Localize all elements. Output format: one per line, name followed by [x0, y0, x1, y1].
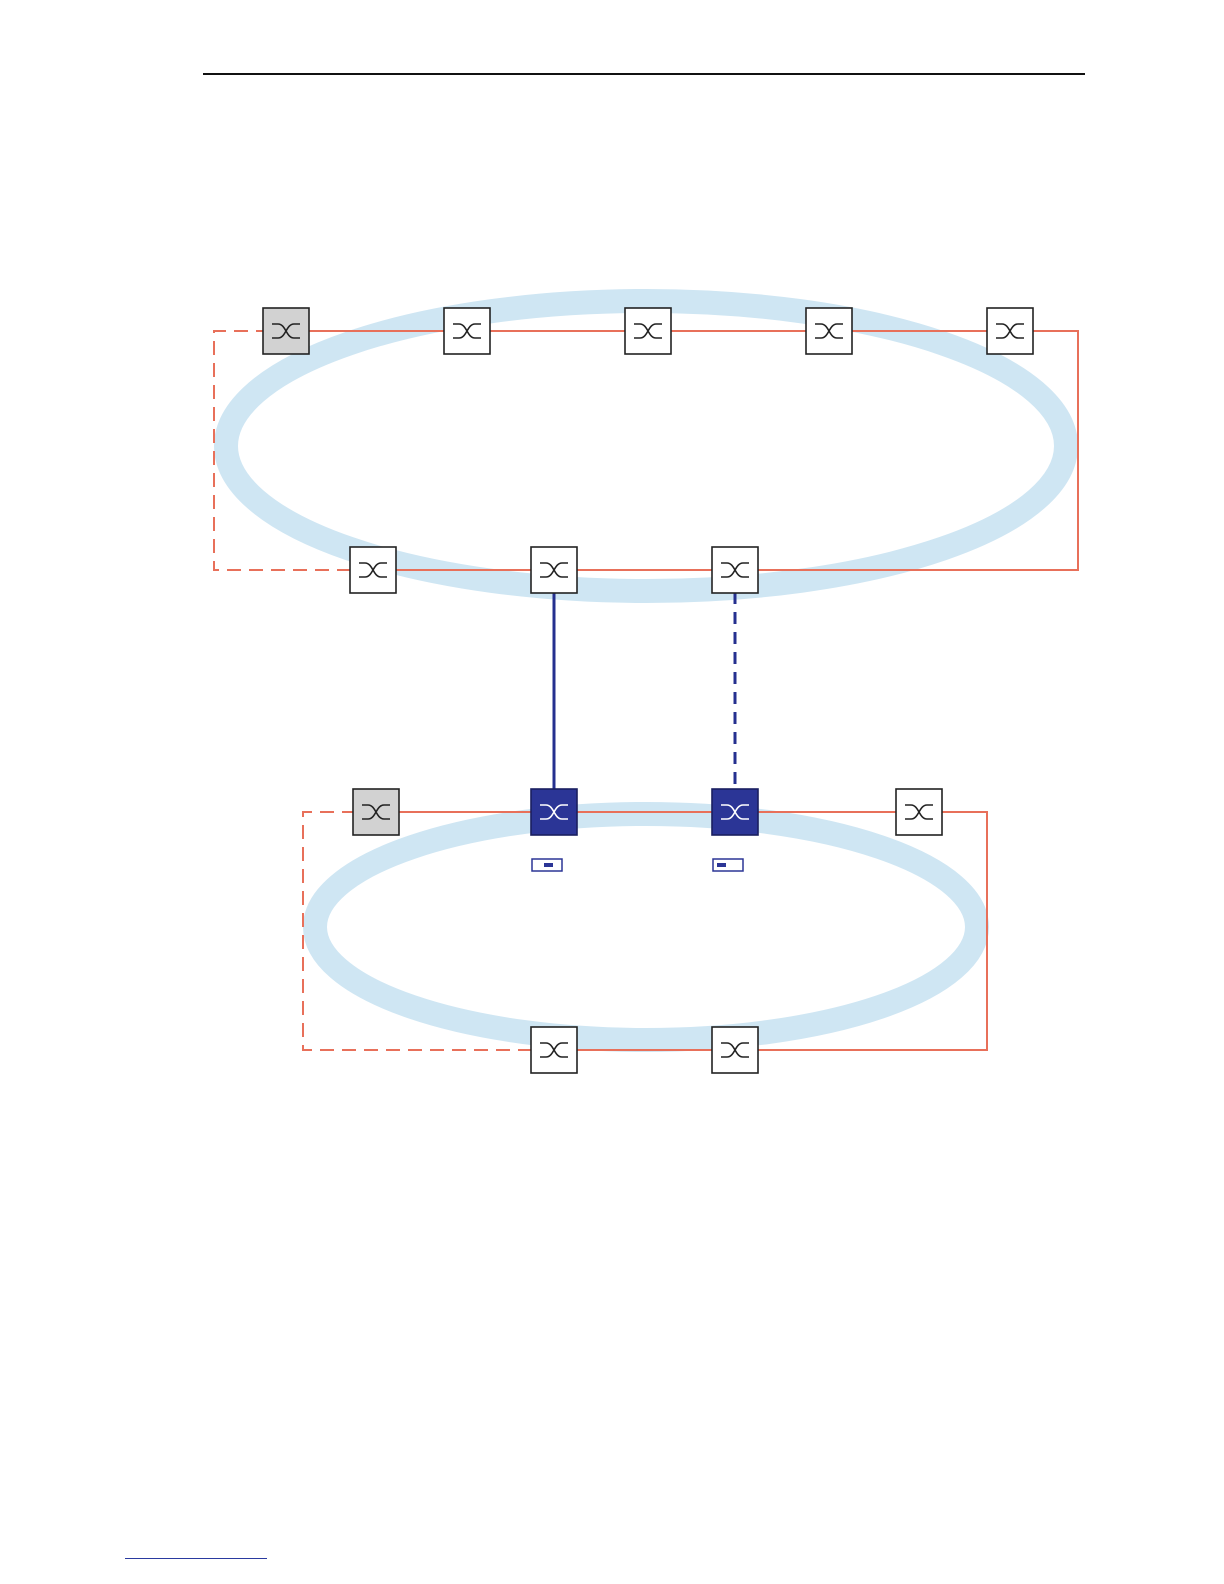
switch-icon [712, 547, 758, 593]
dip-switch-icon [532, 859, 562, 871]
switch-icon [712, 1027, 758, 1073]
footer-link-underline[interactable] [125, 1558, 267, 1559]
coupling-switch-icon [712, 789, 758, 835]
ring-manager-switch-icon [263, 308, 309, 354]
switch-icon [531, 1027, 577, 1073]
switch-icon [350, 547, 396, 593]
coupling-switch-icon [531, 789, 577, 835]
ring-manager-switch-icon [353, 789, 399, 835]
switch-icon [531, 547, 577, 593]
switch-icon [625, 308, 671, 354]
switch-icon [987, 308, 1033, 354]
dip-switch-icon [713, 859, 743, 871]
switch-icon [896, 789, 942, 835]
switch-icon [806, 308, 852, 354]
switch-icon [444, 308, 490, 354]
ring-2-halo [315, 814, 977, 1040]
